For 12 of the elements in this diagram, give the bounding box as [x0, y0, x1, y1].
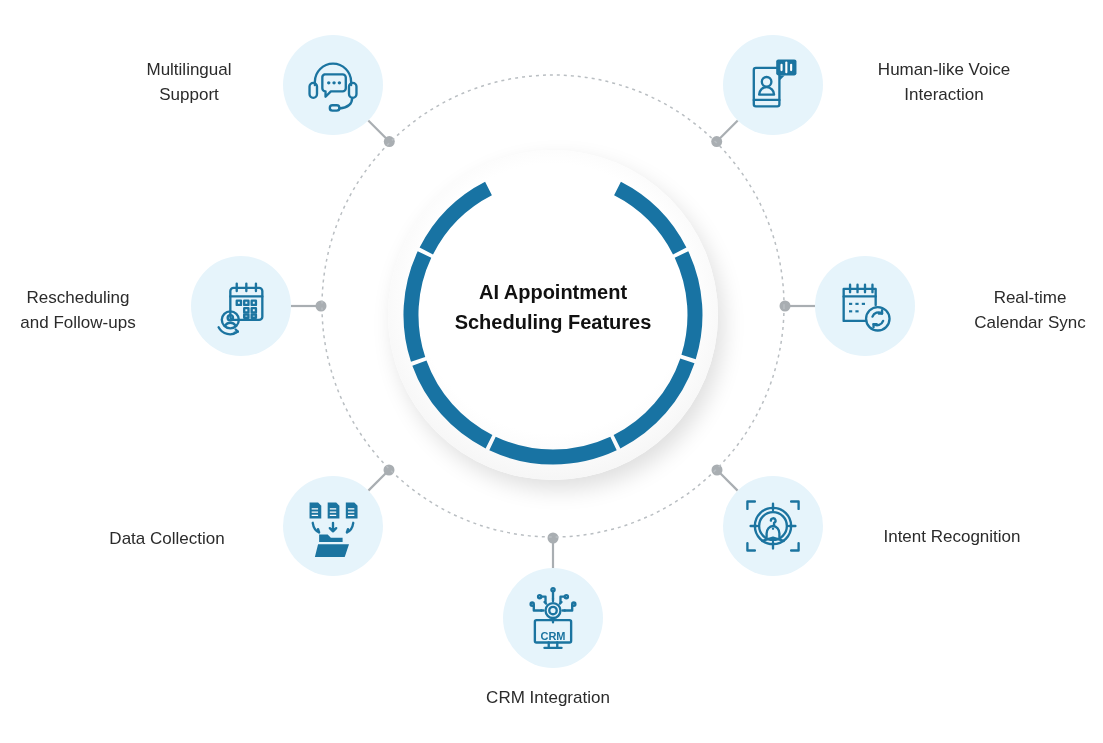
feature-label: CRM Integration — [485, 687, 611, 709]
feature-label: Real-time Calendar Sync — [973, 287, 1087, 334]
center-title: AI Appointment Scheduling Features — [453, 280, 653, 335]
feature-label: Human-like Voice Interaction — [876, 59, 1012, 106]
icon-text: CRM — [539, 630, 567, 642]
feature-label: Intent Recognition — [882, 526, 1022, 548]
feature-label: Rescheduling and Follow-ups — [19, 287, 137, 334]
connector-line — [779, 300, 815, 312]
connector-line — [547, 532, 559, 568]
feature-label: Data Collection — [108, 528, 226, 550]
feature-label: Multilingual Support — [145, 59, 233, 106]
connector-line — [291, 300, 327, 312]
